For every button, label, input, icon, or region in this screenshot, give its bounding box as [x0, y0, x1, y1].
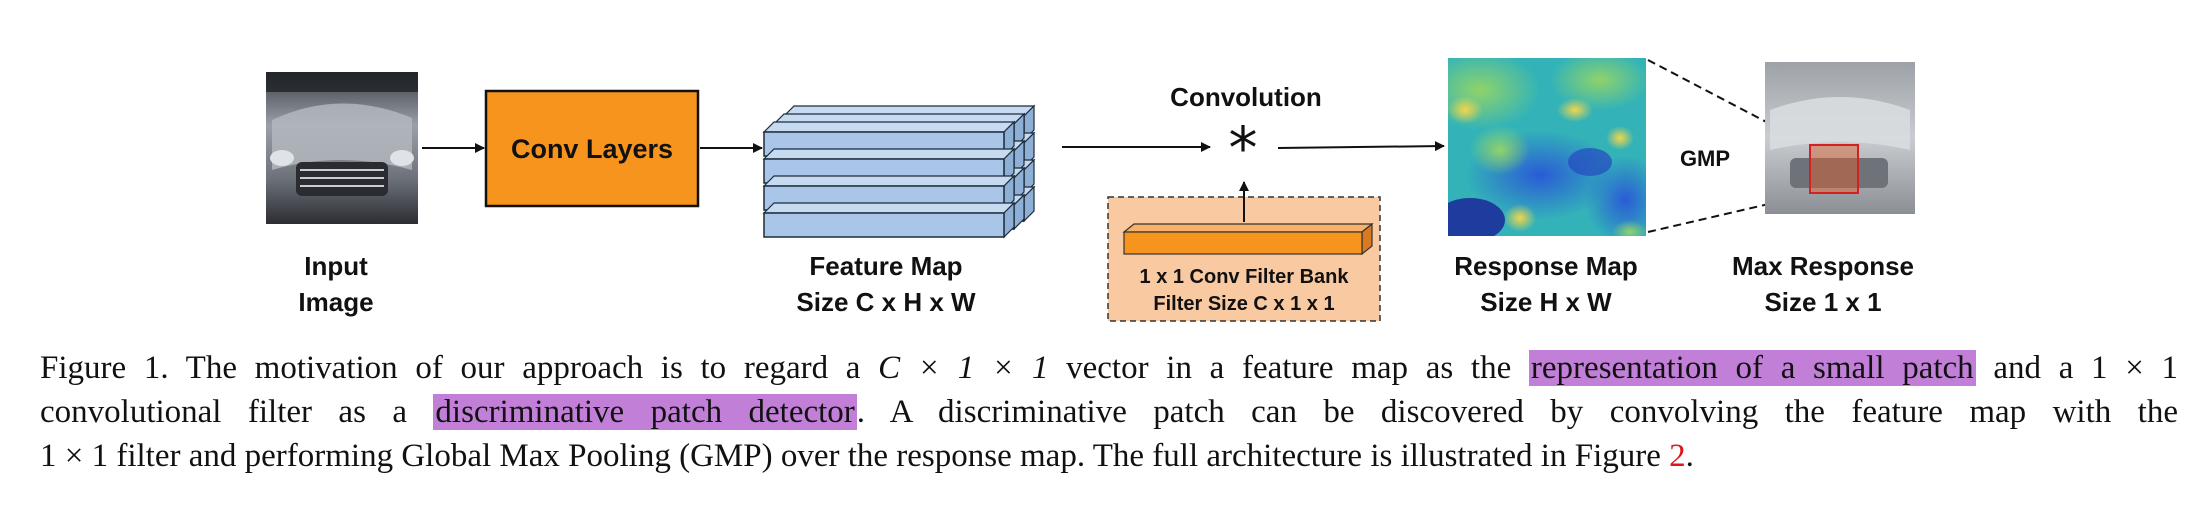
conv-layers-label: Conv Layers	[511, 134, 673, 164]
caption-highlight-patch-detector: discriminative patch detector	[433, 394, 857, 430]
caption-line-2: convolutional filter as a discriminative…	[40, 390, 2178, 434]
highlight-patch	[1809, 144, 1859, 194]
caption-math-c11: C × 1 × 1	[878, 350, 1049, 386]
caption-line3-pre: 1 × 1 filter and performing Global Max P…	[40, 438, 1661, 474]
feature-map	[762, 104, 1036, 239]
max-response-image	[1765, 62, 1915, 214]
response-map	[1448, 58, 1646, 236]
caption-line-1: Figure 1. The motivation of our approach…	[40, 346, 2178, 390]
feature-slab-top	[762, 202, 1016, 214]
caption-highlight-patch-representation: representation of a small patch	[1528, 350, 1976, 386]
caption-line2-pre: convolutional filter as a	[40, 394, 407, 430]
convolution-symbol: *	[1229, 114, 1258, 182]
feature-slab-top	[762, 175, 1016, 187]
feature-slab	[763, 212, 1005, 238]
caption-figure-ref-link[interactable]: 2	[1669, 438, 1686, 474]
convolution-label: Convolution	[1170, 82, 1322, 112]
max-response-label-line2: Size 1 x 1	[1764, 287, 1881, 317]
figure-diagram: Conv Layers Convolution * 1 x 1 Conv Fil…	[266, 58, 1915, 322]
caption-line-3: 1 × 1 filter and performing Global Max P…	[40, 434, 2178, 478]
figure-caption: Figure 1. The motivation of our approach…	[40, 346, 2178, 478]
response-map-label-line2: Size H x W	[1480, 287, 1612, 317]
caption-line1-mid: vector in a feature map as the	[1066, 350, 1512, 386]
caption-line2-post: . A discriminative patch can be discover…	[856, 394, 2178, 430]
caption-line3-post: .	[1685, 438, 1694, 474]
gmp-label: GMP	[1680, 146, 1730, 171]
input-image	[266, 72, 418, 224]
input-label-line2: Image	[298, 287, 373, 317]
filter-bank-label-line1: 1 x 1 Conv Filter Bank	[1140, 266, 1350, 288]
feature-slab-top	[762, 121, 1016, 133]
caption-line1-pre: Figure 1. The motivation of our approach…	[40, 350, 861, 386]
conv-layers-box	[484, 89, 700, 208]
feature-map-label-line2: Size C x H x W	[796, 287, 976, 317]
input-label-line1: Input	[304, 251, 368, 281]
feature-slab-top	[762, 148, 1016, 160]
caption-line1-post: and a 1 × 1	[1993, 350, 2179, 386]
response-map-label-line1: Response Map	[1454, 251, 1638, 281]
arrow-convolution-to-response	[1277, 141, 1445, 152]
max-response-label-line1: Max Response	[1732, 251, 1914, 281]
filter-bank-label-line2: Filter Size C x 1 x 1	[1153, 293, 1334, 315]
feature-map-label-line1: Feature Map	[809, 251, 962, 281]
